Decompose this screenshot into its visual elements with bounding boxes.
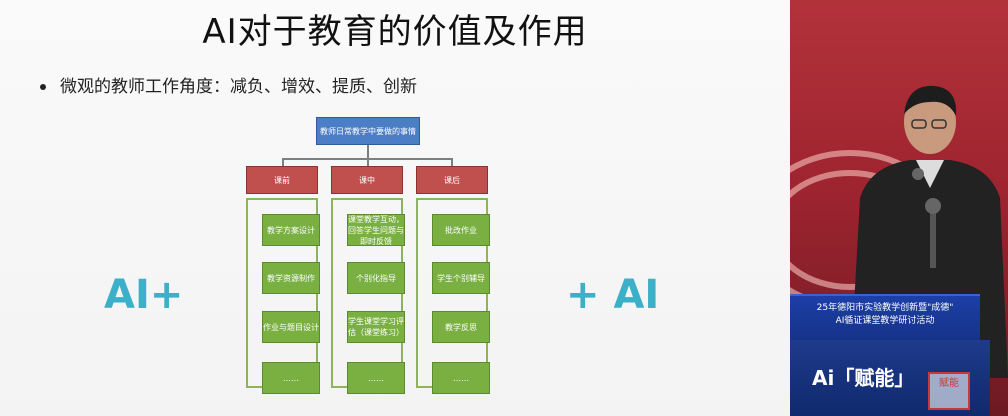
bullet-point: 微观的教师工作角度：减负、增效、提质、创新 — [40, 72, 417, 97]
chart-item: 学生个别辅导 — [432, 262, 490, 294]
chart-item: 个别化指导 — [347, 262, 405, 294]
podium-logo-text: Ai「赋能」 — [812, 366, 915, 390]
connector-line — [451, 158, 453, 166]
ai-plus-left: AI+ — [104, 272, 184, 318]
chart-item: 教学资源制作 — [262, 262, 320, 294]
chart-item: 教学反思 — [432, 311, 490, 343]
connector-line — [367, 145, 369, 159]
slide: AI对于教育的价值及作用 微观的教师工作角度：减负、增效、提质、创新 AI+ +… — [0, 0, 790, 416]
column-header-before-class: 课前 — [246, 166, 318, 194]
banner-line-1: 25年德阳市实验教学创新暨"成德" — [816, 303, 954, 313]
chart-root-box: 教师日常教学中要做的事情 — [316, 117, 420, 145]
chart-item: …… — [347, 362, 405, 394]
chart-item: 学生课堂学习评估（课堂练习） — [347, 311, 405, 343]
column-header-in-class: 课中 — [331, 166, 403, 194]
ai-plus-right: + AI — [566, 272, 660, 318]
watermark-stamp: 赋能 — [928, 372, 970, 410]
camera-feed: 25年德阳市实验教学创新暨"成德" AI循证课堂教学研讨活动 Ai「赋能」 — [790, 0, 1008, 416]
chart-item: 教学方案设计 — [262, 214, 320, 246]
connector-line — [367, 158, 369, 166]
chart-item: 作业与题目设计 — [262, 311, 320, 343]
chart-item: …… — [262, 362, 320, 394]
banner-line-2: AI循证课堂教学研讨活动 — [835, 316, 935, 326]
bullet-dot-icon — [40, 84, 46, 90]
column-header-after-class: 课后 — [416, 166, 488, 194]
connector-line — [282, 158, 284, 166]
event-banner: 25年德阳市实验教学创新暨"成德" AI循证课堂教学研讨活动 — [790, 294, 980, 340]
chart-item: …… — [432, 362, 490, 394]
bullet-text: 微观的教师工作角度：减负、增效、提质、创新 — [60, 77, 417, 97]
chart-item: 批改作业 — [432, 214, 490, 246]
slide-title: AI对于教育的价值及作用 — [202, 12, 588, 52]
chart-item: 课堂教学互动，回答学生问题与即时反馈 — [347, 214, 405, 246]
